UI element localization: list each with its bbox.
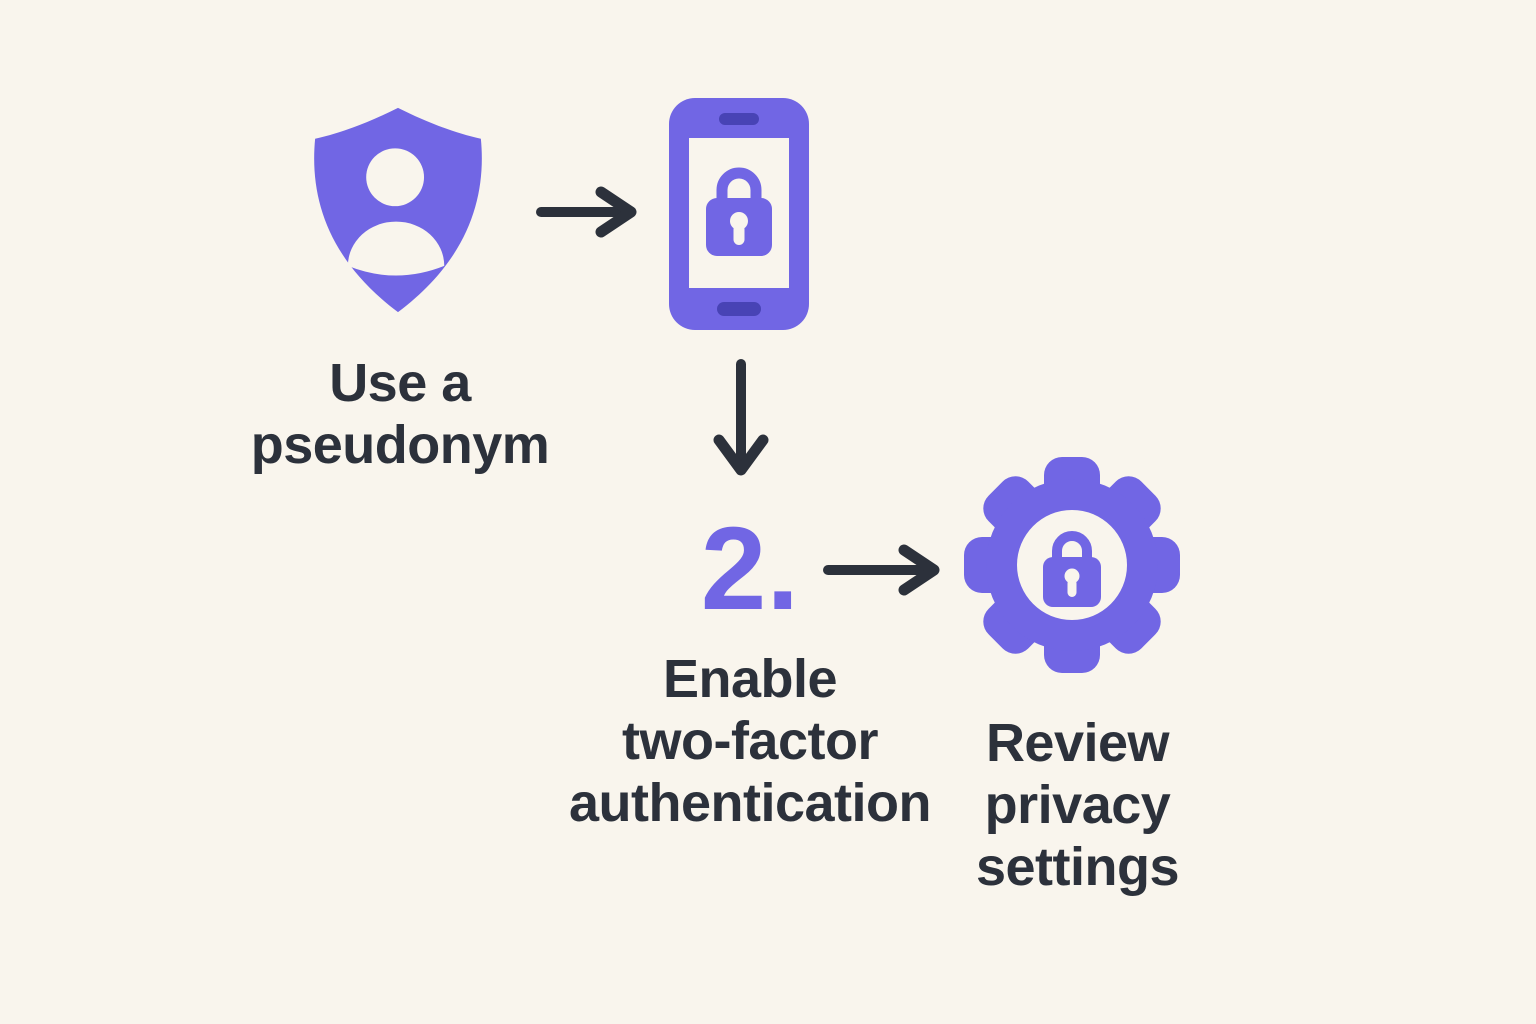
step-2-label: Enable two-factor authentication (568, 649, 932, 833)
step-3-label: Review privacy settings (975, 713, 1180, 897)
step-1-label: Use a pseudonym (250, 353, 550, 475)
step-number: 2. (700, 503, 800, 635)
phone-lock-icon (667, 96, 811, 332)
arrow-down-icon (711, 358, 771, 480)
shield-user-icon (300, 104, 496, 316)
arrow-right-icon (822, 544, 944, 596)
gear-lock-icon (962, 455, 1182, 675)
arrow-right-icon (535, 186, 641, 238)
